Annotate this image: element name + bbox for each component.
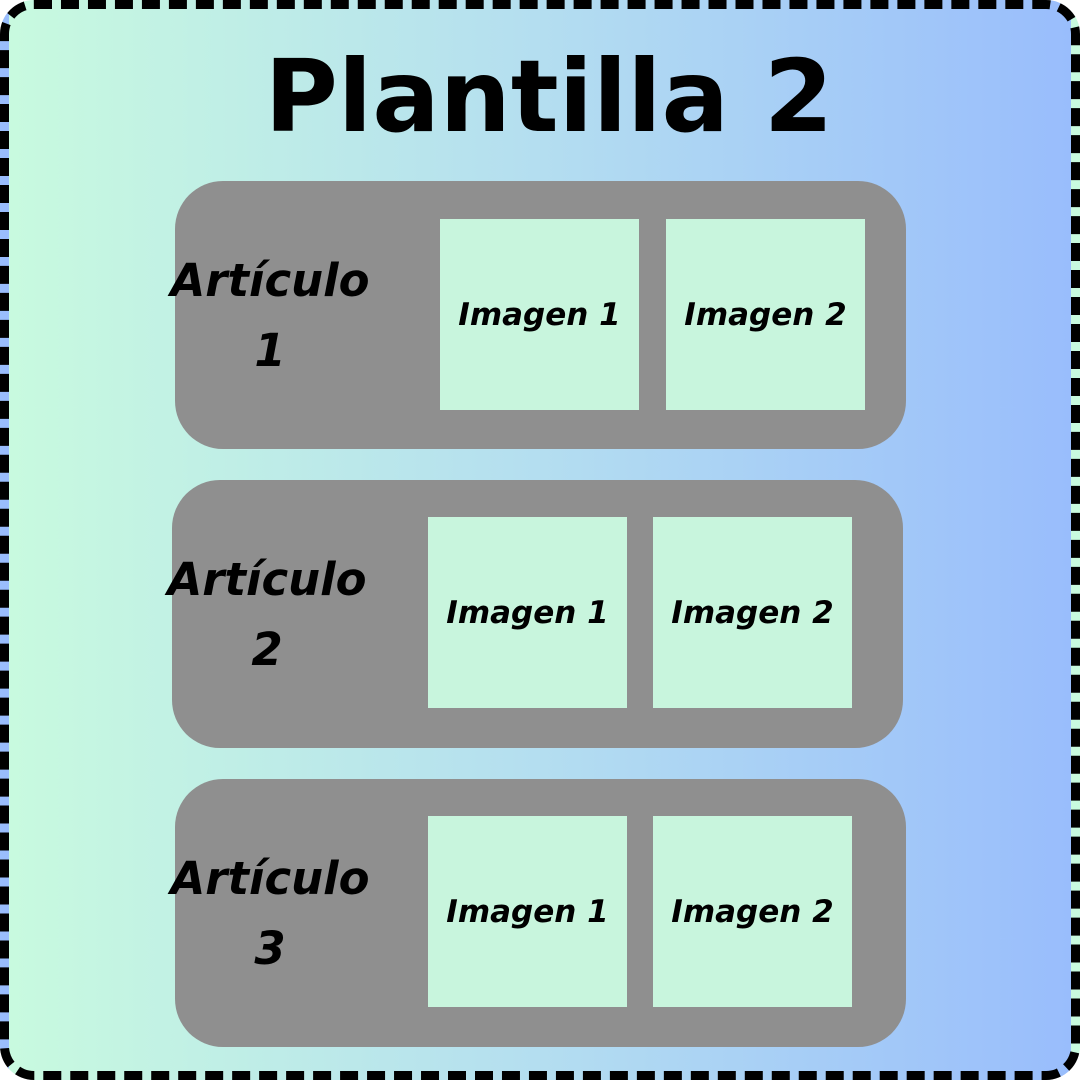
article-number: 2 xyxy=(251,623,283,676)
image-placeholder-1: Imagen 1 xyxy=(428,517,627,708)
article-row-1: Artículo 1 Imagen 1 Imagen 2 xyxy=(170,181,906,449)
article-name: Artículo xyxy=(167,553,367,606)
article-label-1: Artículo 1 xyxy=(170,246,370,386)
article-label-2: Artículo 2 xyxy=(167,545,367,685)
image-placeholder-2: Imagen 2 xyxy=(666,219,865,410)
article-label-3: Artículo 3 xyxy=(170,844,370,984)
article-row-3: Artículo 3 Imagen 1 Imagen 2 xyxy=(170,779,906,1047)
page-title: Plantilla 2 xyxy=(264,38,834,155)
article-row-2: Artículo 2 Imagen 1 Imagen 2 xyxy=(167,480,903,748)
article-name: Artículo xyxy=(170,254,370,307)
image-placeholder-1: Imagen 1 xyxy=(440,219,639,410)
image-placeholder-2: Imagen 2 xyxy=(653,517,852,708)
image-placeholder-1: Imagen 1 xyxy=(428,816,627,1007)
article-number: 3 xyxy=(254,922,286,975)
article-number: 1 xyxy=(254,324,286,377)
image-placeholder-2: Imagen 2 xyxy=(653,816,852,1007)
article-name: Artículo xyxy=(170,852,370,905)
